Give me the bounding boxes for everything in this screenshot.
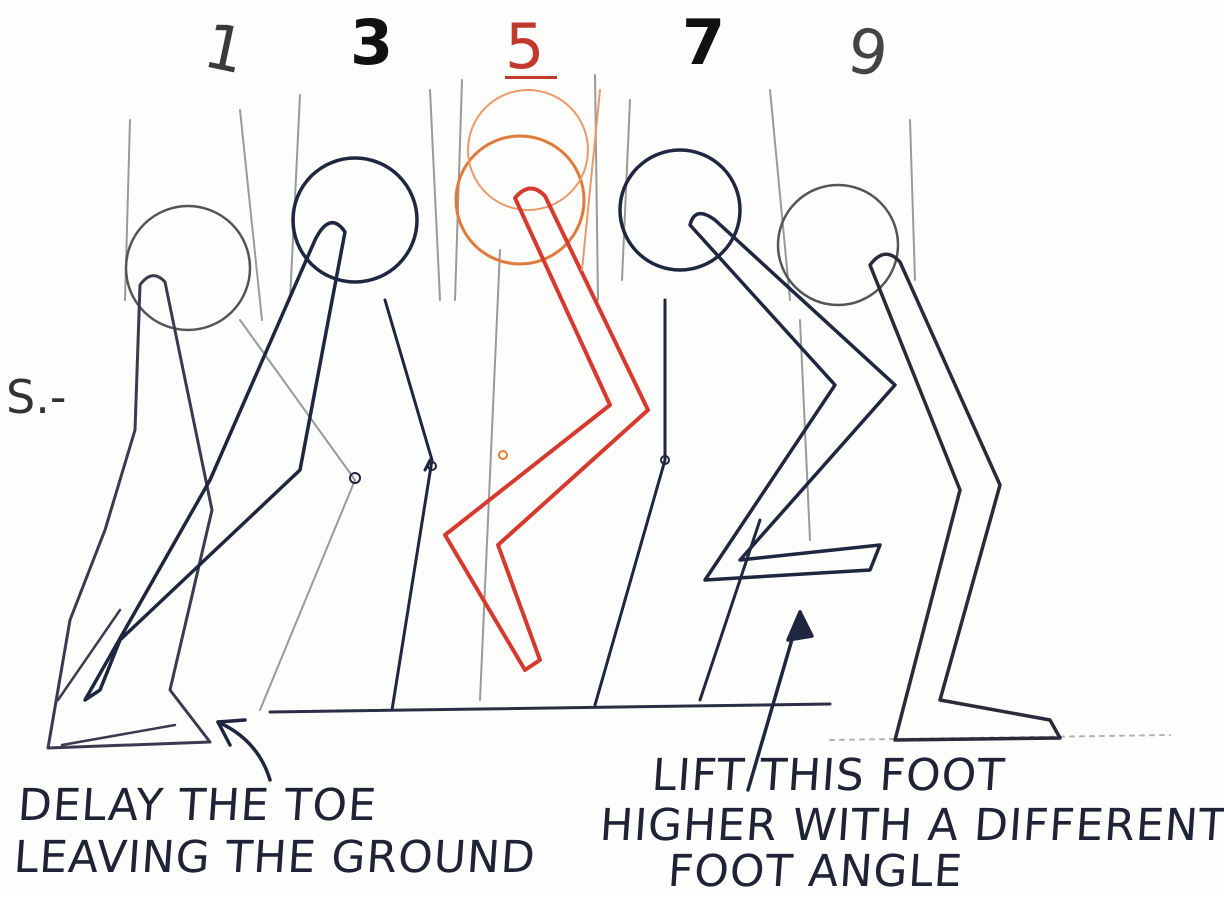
- arrow-toe: [218, 720, 270, 780]
- note-right-line-1: LIFT THIS FOOT: [650, 750, 1007, 801]
- leg-frame-3: [85, 158, 436, 710]
- leg-frame-5: [445, 90, 648, 670]
- note-right-line-3: FOOT ANGLE: [666, 846, 964, 897]
- note-left-line-1: DELAY THE TOE: [16, 780, 378, 831]
- construction-lines: [125, 75, 915, 710]
- note-right-line-2: HIGHER WITH A DIFFERENT: [598, 800, 1224, 851]
- leg-frame-7: [595, 150, 895, 705]
- note-left-line-2: LEAVING THE GROUND: [12, 832, 537, 883]
- leg-frame-9: [778, 185, 1060, 740]
- leg-frame-1: [48, 206, 250, 748]
- ground-line: [270, 704, 830, 712]
